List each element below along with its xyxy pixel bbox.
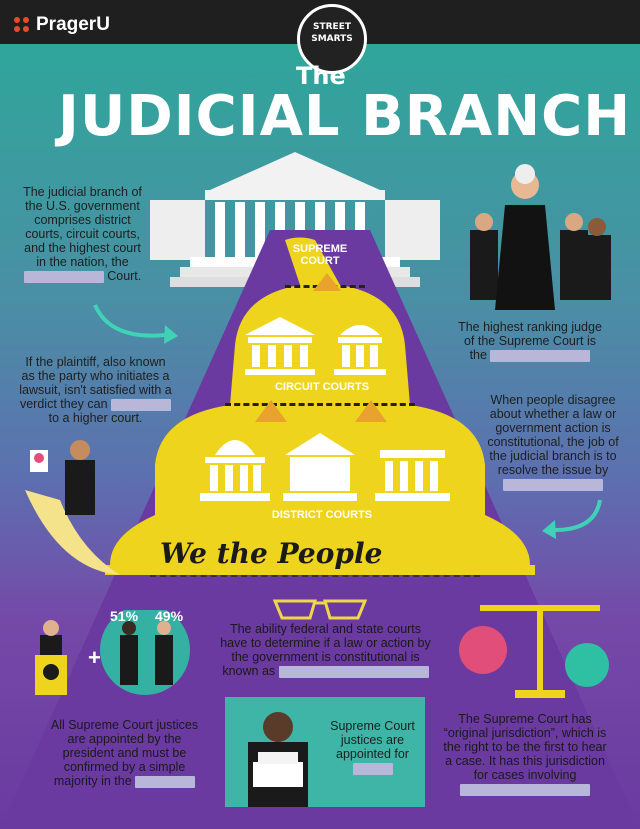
circuit-courts-label: CIRCUIT COURTS [274, 381, 370, 393]
street-smarts-badge: STREET SMARTS [297, 4, 367, 74]
majority-percent: 51% [110, 608, 139, 624]
judicial-review-body: The ability federal and state courts hav… [220, 622, 431, 678]
signature-underline [150, 575, 480, 577]
answer-blank-judicial-review[interactable] [278, 665, 429, 678]
answer-blank-life[interactable] [352, 762, 393, 775]
answer-blank-supreme[interactable] [23, 270, 104, 283]
title-prefix: The [296, 62, 346, 90]
appointment-text: All Supreme Court justices are appointed… [42, 718, 207, 788]
curved-arrow-right-icon [542, 499, 602, 539]
supreme-court-label: SUPREME COURT [292, 243, 348, 267]
answer-blank-jurisdiction[interactable] [460, 783, 590, 796]
plus-sign: + [88, 645, 101, 670]
pragerU-logo-icon [14, 17, 30, 33]
intro-text: The judicial branch of the U.S. governme… [20, 185, 145, 283]
district-courts-label: DISTRICT COURTS [271, 509, 373, 521]
intro-text-body: The judicial branch of the U.S. governme… [23, 185, 142, 269]
scales-of-justice-illustration [459, 605, 609, 698]
brand-name: PragerU [36, 14, 110, 35]
answer-blank-chief-justice[interactable] [490, 349, 591, 362]
minority-percent: 49% [155, 608, 184, 624]
page-title: JUDICIAL BRANCH [58, 84, 632, 149]
answer-blank-constitution[interactable] [503, 478, 603, 491]
we-the-people-text: We the People [160, 537, 383, 570]
plaintiff-text: If the plaintiff, also known as the part… [18, 355, 173, 425]
up-arrow-right-icon [355, 400, 387, 422]
appeal-man-on-banana-illustration [25, 440, 120, 575]
brand-logo[interactable]: PragerU [14, 14, 110, 36]
up-arrow-left-icon [255, 400, 287, 422]
glasses-icon [272, 599, 368, 620]
disagree-body: When people disagree about whether a law… [487, 393, 619, 477]
chief-justice-text: The highest ranking judge of the Supreme… [455, 320, 605, 362]
jurisdiction-text: The Supreme Court has “original jurisdic… [440, 712, 610, 796]
jurisdiction-body: The Supreme Court has “original jurisdic… [443, 712, 607, 782]
circuit-court-buildings [245, 317, 386, 375]
plaintiff-body: If the plaintiff, also known as the part… [19, 355, 172, 411]
appointment-body: All Supreme Court justices are appointed… [50, 718, 199, 788]
disagree-text: When people disagree about whether a law… [478, 393, 628, 491]
badge-line1: STREET [313, 22, 351, 32]
justice-with-cake-illustration [248, 712, 308, 807]
life-term-body: Supreme Court justices are appointed for [330, 719, 415, 761]
senate-vote-illustration [35, 610, 190, 695]
up-arrow-icon [313, 273, 341, 291]
answer-blank-appeal[interactable] [111, 398, 172, 411]
judicial-review-text: The ability federal and state courts hav… [218, 622, 433, 678]
intro-text-end: Court. [107, 269, 142, 283]
divider-dashes-middle [225, 403, 415, 406]
plaintiff-end: to a higher court. [48, 411, 143, 425]
badge-line2: SMARTS [311, 34, 353, 44]
answer-blank-senate[interactable] [135, 775, 196, 788]
life-term-panel: Supreme Court justices are appointed for [225, 697, 425, 807]
life-term-text: Supreme Court justices are appointed for [330, 719, 415, 775]
curved-arrow-icon [93, 304, 178, 344]
chief-justice-body: The highest ranking judge of the Supreme… [458, 320, 602, 362]
district-court-buildings [200, 433, 450, 501]
justices-illustration [470, 164, 611, 310]
